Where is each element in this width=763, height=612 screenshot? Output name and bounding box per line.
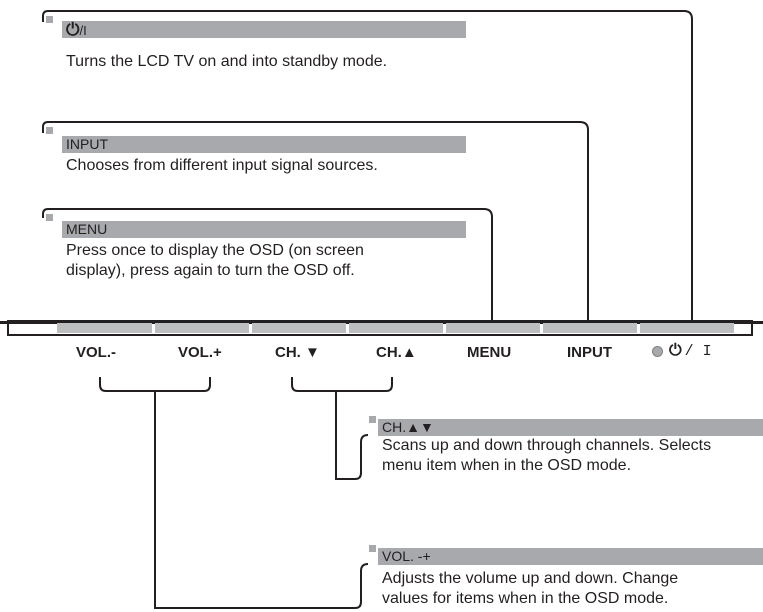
panel-edge-top: [0, 321, 763, 324]
menu-description: Press once to display the OSD (on screen…: [66, 242, 364, 279]
power-leader-line: [42, 10, 693, 321]
panel-button-menu: [446, 323, 540, 333]
input-header: INPUT: [62, 136, 466, 153]
menu-marker: [46, 214, 53, 221]
button-label-vol-plus: VOL.+: [178, 344, 222, 361]
panel-button-power: [640, 323, 734, 333]
led-indicator-icon: [652, 345, 663, 357]
channel-marker: [369, 416, 376, 423]
panel-button-ch-up: [349, 323, 443, 333]
button-label-input: INPUT: [567, 344, 612, 361]
volume-bracket: [99, 377, 211, 392]
input-description: Chooses from different input signal sour…: [66, 157, 378, 174]
power-header: ⏻/I: [62, 21, 466, 38]
power-symbol-icon: ⏻: [669, 342, 682, 359]
button-label-menu: MENU: [467, 344, 512, 361]
button-label-ch-up: CH.▲: [376, 344, 417, 361]
button-label-ch-down: CH. ▼: [275, 344, 320, 361]
button-label-vol-minus: VOL.-: [76, 344, 116, 361]
volume-description: Adjusts the volume up and down. Change v…: [382, 570, 679, 607]
power-header-suffix: /I: [79, 23, 87, 38]
panel-button-ch-down: [252, 323, 346, 333]
channel-description: Scans up and down through channels. Sele…: [382, 437, 712, 474]
power-marker: [46, 16, 53, 23]
button-strip: [7, 320, 753, 336]
input-leader-line: [42, 121, 589, 321]
power-symbol-suffix: / I: [684, 343, 712, 360]
power-description: Turns the LCD TV on and into standby mod…: [66, 53, 388, 70]
button-label-power: ⏻/ I: [652, 342, 712, 360]
volume-leader-line: [154, 391, 369, 609]
input-marker: [46, 127, 53, 134]
power-icon: ⏻: [66, 21, 80, 38]
menu-leader-line: [42, 208, 493, 321]
channel-leader-line: [335, 391, 369, 480]
volume-marker: [369, 545, 376, 552]
panel-buttons: [57, 323, 734, 333]
volume-header: VOL. -+: [378, 548, 763, 565]
menu-header: MENU: [62, 221, 466, 238]
channel-bracket: [291, 377, 393, 392]
panel-button-vol-plus: [155, 323, 249, 333]
panel-button-vol-minus: [57, 323, 152, 333]
panel-button-input: [543, 323, 637, 333]
channel-header: CH.▲▼: [378, 419, 763, 436]
